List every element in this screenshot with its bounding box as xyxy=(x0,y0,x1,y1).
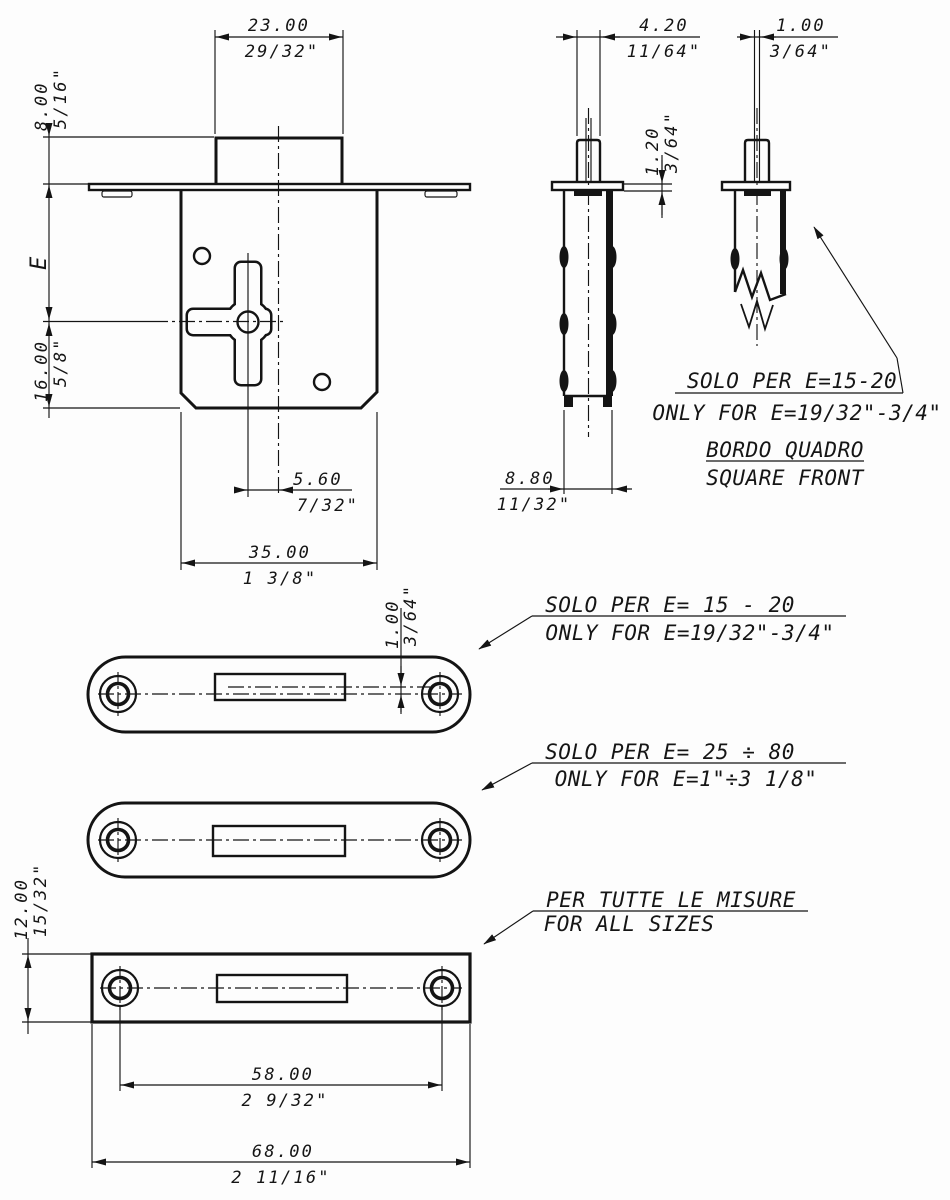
dim-shaft-width-in: 11/64" xyxy=(627,42,702,62)
dim-flange-lip: 1.20 3/64" xyxy=(624,111,682,218)
dim-flange-lip-in: 3/64" xyxy=(662,111,682,174)
title-square-front: SQUARE FRONT xyxy=(706,466,865,490)
title-bordo-quadro: BORDO QUADRO xyxy=(706,438,864,462)
dim-left-chain: 8.00 5/16" E 16.00 5/8" xyxy=(27,67,214,418)
dim-axis-to-base-mm: 16.00 xyxy=(32,340,52,402)
dim-slot-width-in: 3/64" xyxy=(769,42,832,62)
break-line-upper xyxy=(733,266,787,302)
rivet-hole-lower xyxy=(312,372,332,392)
dim-body-width-in: 1 3/8" xyxy=(243,569,318,589)
dim-key-offset-in: 7/32" xyxy=(297,496,359,516)
dim-stem-width-in: 29/32" xyxy=(245,42,320,62)
dim-backset-label: E xyxy=(27,256,52,270)
side-flange xyxy=(550,180,625,192)
square-front-view: 1.00 3/64" SOLO PER E=15-20 ONLY FOR E=1… xyxy=(652,16,941,490)
cross-keyhole xyxy=(185,253,273,388)
note-for-all-sizes: FOR ALL SIZES xyxy=(544,912,715,936)
dim-shaft-width: 4.20 11/64" xyxy=(556,16,702,136)
dim-key-offset-mm: 5.60 xyxy=(293,470,343,490)
dim-shaft-width-mm: 4.20 xyxy=(639,16,689,36)
dim-axis-to-base-in: 5/8" xyxy=(51,337,71,387)
plate2-slot xyxy=(211,824,347,858)
dim-stem-height-mm: 8.00 xyxy=(32,81,52,131)
dim-hole-spacing-mm: 58.00 xyxy=(252,1065,314,1085)
dim-hole-spacing: 58.00 2 9/32" xyxy=(119,1006,443,1111)
note-solo-per-plate1: SOLO PER E= 15 - 20 xyxy=(545,593,795,617)
side-view: 4.20 11/64" 1.20 3/64" 8.80 11/32" xyxy=(497,16,702,515)
sq-flange xyxy=(720,180,792,192)
side-body-right xyxy=(606,190,613,396)
flange-notch-right xyxy=(424,190,458,198)
plate3-outline xyxy=(90,952,472,1024)
note-solo-per-15-20: SOLO PER E=15-20 xyxy=(687,369,897,393)
dim-body-width-mm: 35.00 xyxy=(248,543,311,563)
dim-slot-width-mm: 1.00 xyxy=(776,16,826,36)
dim-body-width: 35.00 1 3/8" xyxy=(180,412,378,589)
dim-plate-width-mm: 68.00 xyxy=(252,1142,314,1162)
dim-key-offset: 5.60 7/32" xyxy=(233,388,359,516)
dim-plate-height: 12.00 15/32" xyxy=(12,862,91,1034)
sq-body-right xyxy=(780,190,786,294)
rivet-hole-upper xyxy=(192,246,212,266)
dim-flange-lip-mm: 1.20 xyxy=(643,126,663,176)
dim-body-depth: 8.80 11/32" xyxy=(497,410,632,515)
dim-slot-width: 1.00 3/64" xyxy=(737,16,838,62)
note-per-tutte: PER TUTTE LE MISURE xyxy=(546,888,796,912)
dim-body-depth-mm: 8.80 xyxy=(505,469,555,489)
dim-stem-height-in: 5/16" xyxy=(51,67,71,129)
dim-plate-width: 68.00 2 11/16" xyxy=(91,1024,471,1188)
strike-plate-centered: SOLO PER E= 25 ÷ 80 ONLY FOR E=1"÷3 1/8" xyxy=(86,740,846,879)
dim-plate-width-in: 2 11/16" xyxy=(231,1168,330,1188)
flange-plate xyxy=(87,182,472,192)
plate2-outline xyxy=(86,801,472,879)
note-only-for-plate1: ONLY FOR E=19/32"-3/4" xyxy=(545,621,834,645)
front-view: 23.00 29/32" 8.00 5/16" E 16.00 5/8" xyxy=(27,16,472,589)
dim-body-depth-in: 11/32" xyxy=(497,495,572,515)
strike-plate-offset: 1.00 3/64" SOLO PER E= 15 - 20 ONLY FOR … xyxy=(86,584,846,734)
flange-notch-left xyxy=(101,190,133,198)
dim-plate-height-in: 15/32" xyxy=(31,862,51,937)
strike-plate-rect-note: PER TUTTE LE MISURE FOR ALL SIZES xyxy=(483,888,808,945)
note-solo-per-plate2: SOLO PER E= 25 ÷ 80 xyxy=(545,740,795,764)
strike-plate-centered-note: SOLO PER E= 25 ÷ 80 ONLY FOR E=1"÷3 1/8" xyxy=(481,740,846,791)
note-only-for-plate2: ONLY FOR E=1"÷3 1/8" xyxy=(555,767,818,791)
strike-plate-rect: 12.00 15/32" 58.00 2 9/32" 68.00 2 11/16… xyxy=(12,862,808,1188)
dim-stem-width: 23.00 29/32" xyxy=(214,16,344,134)
dim-plate-height-mm: 12.00 xyxy=(12,878,32,940)
plate1-outline xyxy=(86,655,472,734)
dim-slot-offset-in: 3/64" xyxy=(401,584,421,647)
square-front-note: SOLO PER E=15-20 ONLY FOR E=19/32"-3/4" … xyxy=(652,226,941,490)
dim-hole-spacing-in: 2 9/32" xyxy=(241,1091,328,1111)
dim-slot-offset-mm: 1.00 xyxy=(383,599,403,649)
strike-plate-offset-note: SOLO PER E= 15 - 20 ONLY FOR E=19/32"-3/… xyxy=(478,593,846,650)
note-only-for-15-20: ONLY FOR E=19/32"-3/4" xyxy=(652,401,941,425)
dim-stem-width-mm: 23.00 xyxy=(248,16,310,36)
dim-slot-offset: 1.00 3/64" xyxy=(383,584,421,714)
